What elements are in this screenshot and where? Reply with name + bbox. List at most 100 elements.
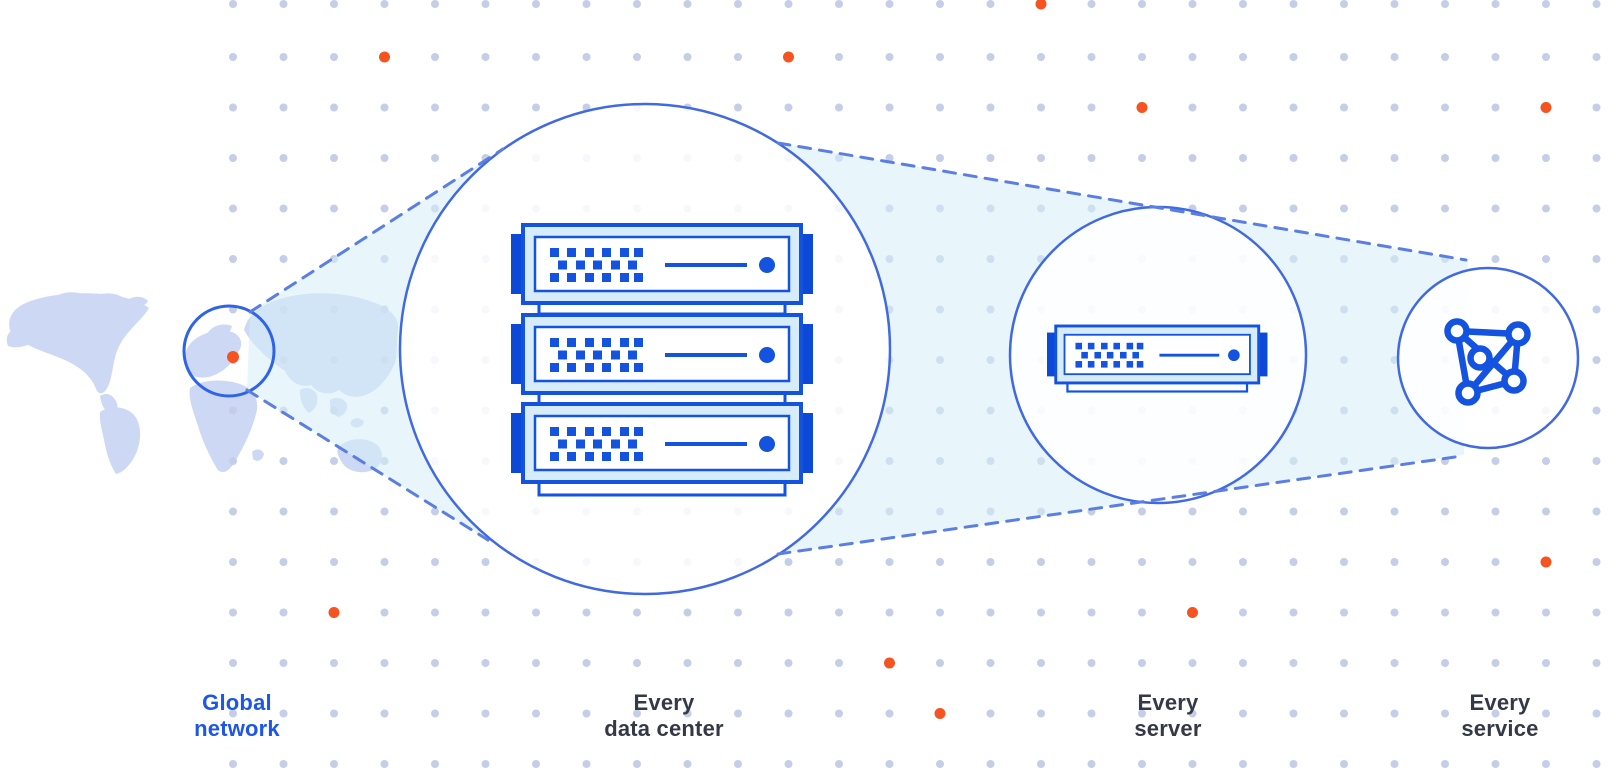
grid-dot bbox=[1390, 709, 1399, 718]
grid-dot bbox=[1138, 709, 1146, 718]
grid-dot bbox=[380, 709, 389, 718]
grid-dot bbox=[1491, 709, 1500, 718]
grid-dot bbox=[633, 659, 641, 667]
grid-dot bbox=[481, 760, 490, 768]
grid-dot bbox=[1289, 709, 1298, 718]
grid-dot bbox=[229, 204, 237, 213]
grid-dot bbox=[431, 659, 439, 667]
grid-dot bbox=[1592, 305, 1601, 314]
grid-dot bbox=[1239, 558, 1247, 566]
grid-dot bbox=[1239, 53, 1247, 61]
grid-dot bbox=[582, 0, 591, 8]
grid-dot bbox=[683, 53, 692, 61]
grid-dot bbox=[936, 608, 944, 617]
grid-dot bbox=[1087, 0, 1096, 8]
grid-dot bbox=[1188, 103, 1197, 112]
grid-dot bbox=[1239, 760, 1247, 768]
grid-dot bbox=[986, 154, 995, 162]
network-mesh-icon bbox=[1444, 318, 1531, 406]
grid-dot bbox=[986, 0, 995, 8]
grid-dot bbox=[1592, 507, 1601, 516]
grid-dot bbox=[279, 53, 288, 61]
grid-dot bbox=[734, 659, 742, 667]
grid-dot bbox=[1542, 457, 1550, 465]
dashed-line bbox=[776, 141, 1468, 262]
grid-dot bbox=[1592, 709, 1601, 718]
server-unit-icon bbox=[509, 223, 815, 305]
grid-dot bbox=[1390, 154, 1399, 162]
grid-dot bbox=[1441, 0, 1449, 8]
grid-dot bbox=[1542, 154, 1550, 162]
grid-dot bbox=[1491, 154, 1500, 162]
grid-dot bbox=[330, 659, 338, 667]
grid-dot bbox=[1542, 0, 1550, 8]
accent-dot bbox=[783, 51, 794, 63]
grid-dot bbox=[683, 608, 692, 617]
grid-dot bbox=[1188, 558, 1197, 566]
grid-dot bbox=[734, 53, 742, 61]
grid-dot bbox=[330, 760, 338, 768]
grid-dot bbox=[986, 608, 995, 617]
grid-dot bbox=[380, 659, 389, 667]
grid-dot bbox=[1340, 760, 1348, 768]
grid-dot bbox=[1289, 204, 1298, 213]
grid-dot bbox=[1542, 760, 1550, 768]
grid-dot bbox=[1239, 103, 1247, 112]
grid-dot bbox=[633, 709, 641, 718]
grid-dot bbox=[1037, 659, 1045, 667]
grid-dot bbox=[1542, 255, 1550, 263]
grid-dot bbox=[1390, 103, 1399, 112]
grid-dot bbox=[229, 406, 237, 415]
grid-dot bbox=[279, 608, 288, 617]
grid-dot bbox=[633, 608, 641, 617]
accent-dot bbox=[884, 657, 895, 669]
grid-dot bbox=[380, 154, 389, 162]
grid-dot bbox=[229, 103, 237, 112]
grid-dot bbox=[1239, 154, 1247, 162]
grid-dot bbox=[1188, 659, 1197, 667]
grid-dot bbox=[986, 103, 995, 112]
grid-dot bbox=[986, 659, 995, 667]
grid-dot bbox=[532, 659, 540, 667]
grid-dot bbox=[431, 558, 439, 566]
grid-dot bbox=[481, 103, 490, 112]
grid-dot bbox=[1390, 53, 1399, 61]
grid-dot bbox=[279, 558, 288, 566]
grid-dot bbox=[1491, 255, 1500, 263]
grid-dot bbox=[1138, 558, 1146, 566]
accent-dot bbox=[1136, 102, 1148, 113]
grid-dot bbox=[1289, 608, 1298, 617]
server-unit-icon bbox=[1045, 324, 1269, 385]
grid-dot bbox=[1441, 659, 1449, 667]
grid-dot bbox=[1542, 608, 1550, 617]
grid-dot bbox=[835, 558, 843, 566]
grid-dot bbox=[1087, 154, 1096, 162]
grid-dot bbox=[885, 154, 894, 162]
grid-dot bbox=[1289, 53, 1298, 61]
grid-dot bbox=[734, 103, 742, 112]
grid-dot bbox=[986, 53, 995, 61]
grid-dot bbox=[582, 659, 591, 667]
grid-dot bbox=[279, 204, 288, 213]
grid-dot bbox=[229, 53, 237, 61]
grid-dot bbox=[481, 53, 490, 61]
grid-dot bbox=[330, 204, 338, 213]
grid-dot bbox=[279, 457, 288, 465]
server-icon bbox=[1045, 324, 1269, 393]
grid-dot bbox=[330, 53, 338, 61]
grid-dot bbox=[532, 53, 540, 61]
location-marker-dot bbox=[227, 351, 239, 363]
grid-dot bbox=[784, 103, 793, 112]
grid-dot bbox=[835, 0, 843, 8]
grid-dot bbox=[835, 760, 843, 768]
accent-dot bbox=[1540, 102, 1552, 113]
grid-dot bbox=[380, 204, 389, 213]
grid-dot bbox=[279, 255, 288, 263]
grid-dot bbox=[1239, 507, 1247, 516]
grid-dot bbox=[1340, 507, 1348, 516]
grid-dot bbox=[481, 608, 490, 617]
label-global-network: Global network bbox=[194, 690, 280, 741]
grid-dot bbox=[1390, 760, 1399, 768]
grid-dot bbox=[1340, 0, 1348, 8]
